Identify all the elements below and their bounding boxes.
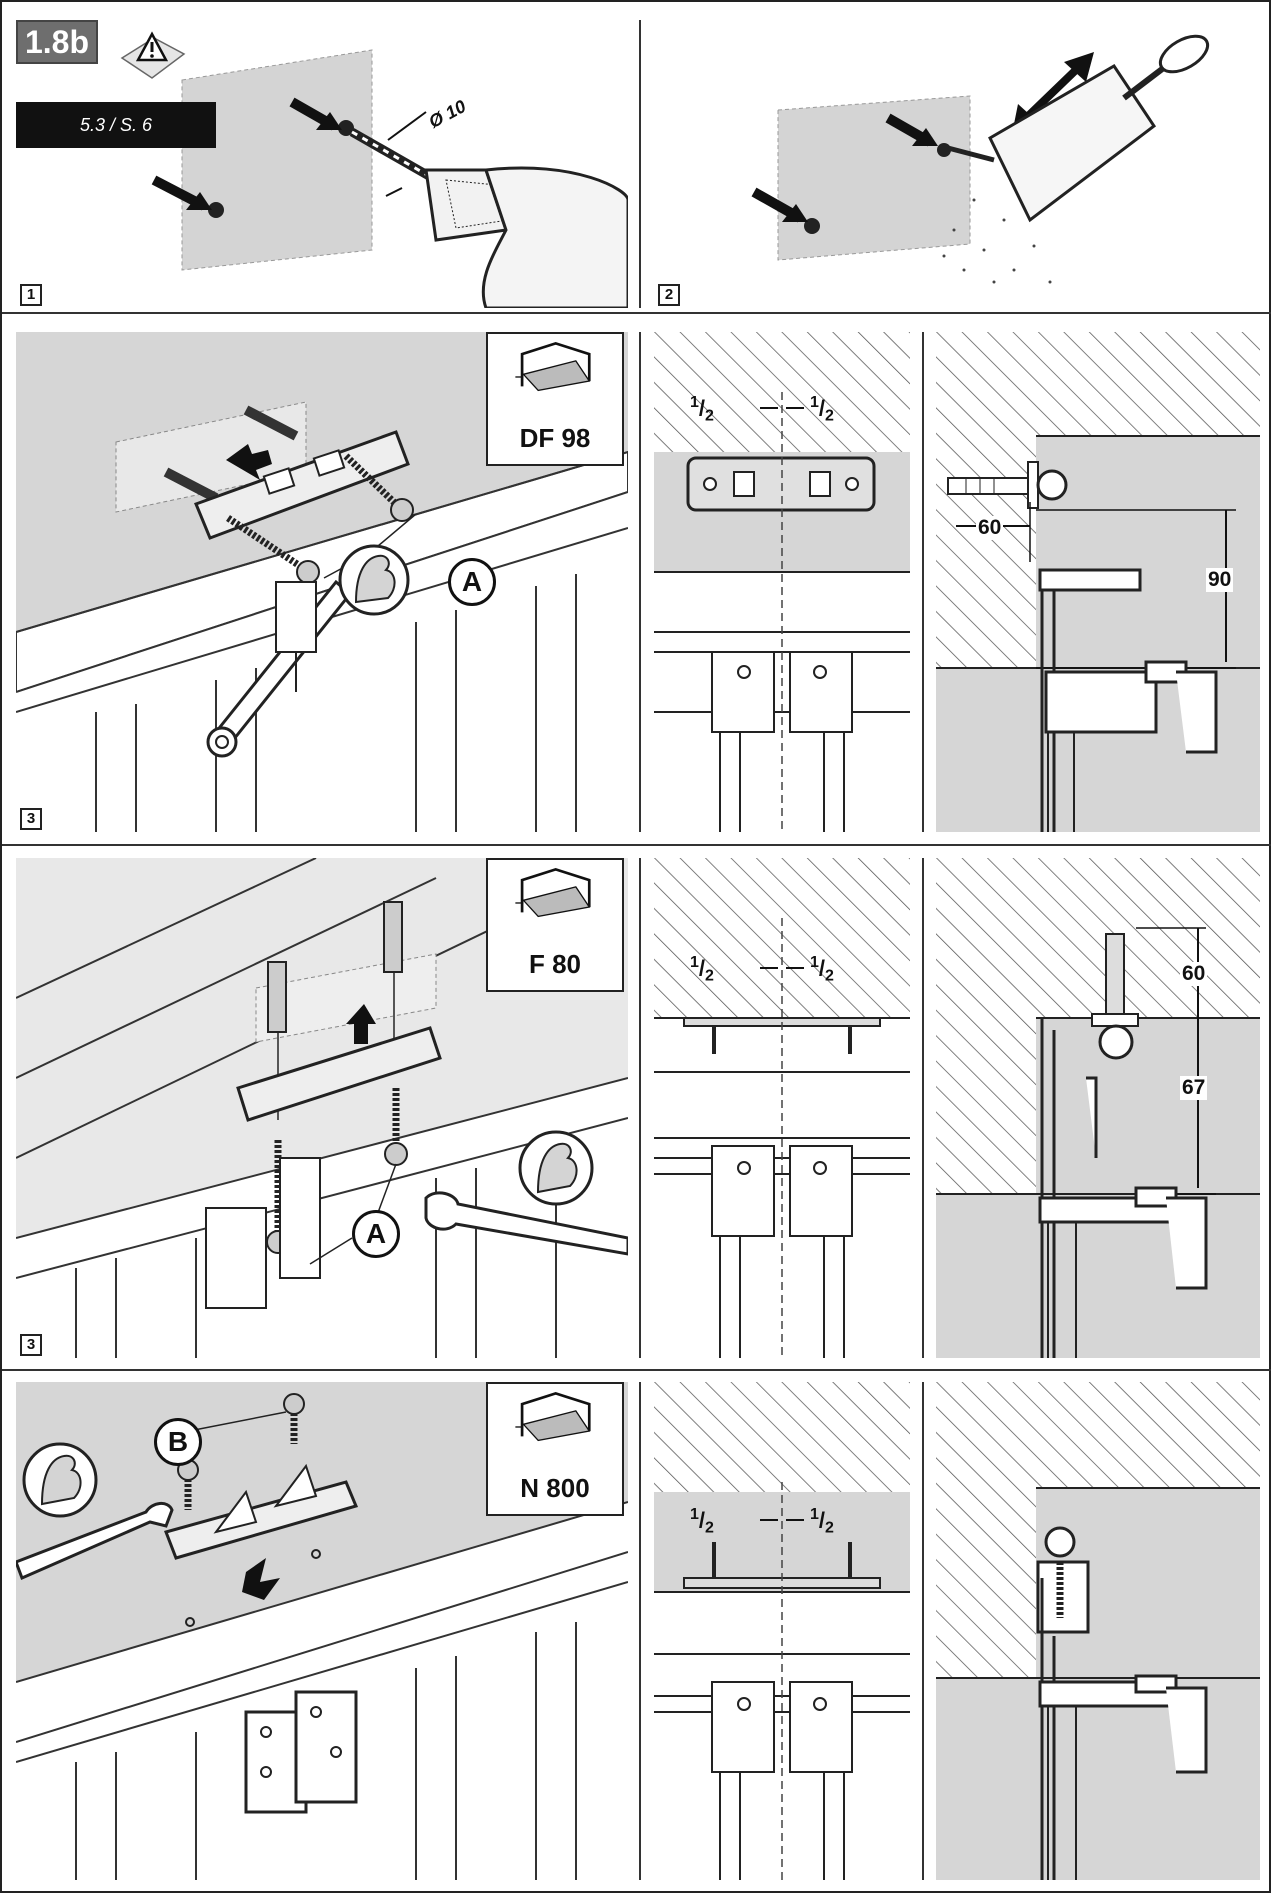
blower-pump-icon: [942, 34, 1210, 284]
panel-f80-front-section: 1/2 1/2: [654, 858, 910, 1358]
step-number-2: 2: [658, 284, 680, 306]
row1-col-divider: [639, 20, 641, 308]
row4-col-divider-2: [922, 1382, 924, 1880]
dimension-depth-df98: 60: [976, 516, 1004, 540]
strong-arm-icon: [338, 544, 410, 616]
panel-df98-side-section: 60 90: [936, 332, 1260, 832]
section-badge: 1.8b: [16, 20, 98, 64]
screw-icon: [226, 453, 414, 584]
row2-col-divider-2: [922, 332, 924, 832]
panel-drill: Ø 10 1: [16, 20, 628, 308]
system-code-df98: DF 98: [519, 423, 591, 453]
dowel-icon: [163, 405, 299, 503]
arrow-icon: [151, 97, 342, 211]
system-code-f80: F 80: [528, 949, 582, 979]
dimension-depth-f80: 60: [1180, 962, 1208, 986]
half-label-right-f80: 1/2: [810, 954, 834, 985]
dimension-height-df98: 90: [1206, 568, 1234, 592]
step-number-1: 1: [20, 284, 42, 306]
half-label-left-n800: 1/2: [690, 1506, 714, 1537]
panel-mount-df98: DF 98 A 3: [16, 332, 628, 832]
step-number-3-df98: 3: [20, 808, 42, 830]
drill-icon: [349, 128, 628, 308]
panel-n800-side-section: [936, 1382, 1260, 1880]
half-label-right-df98: 1/2: [810, 394, 834, 425]
dowel-icon: [1091, 933, 1139, 1060]
row-divider-1: [2, 312, 1271, 314]
half-label-right-n800: 1/2: [810, 1506, 834, 1537]
callout-b: B: [154, 1418, 202, 1466]
arrow-icon: [226, 444, 272, 480]
warning-icon: [114, 24, 188, 84]
df98-side-section-drawing: [936, 332, 1260, 832]
step-number-3-f80: 3: [20, 1334, 42, 1356]
screw-icon: [177, 1393, 305, 1510]
f80-front-section-drawing: [654, 858, 910, 1358]
row2-col-divider: [639, 332, 641, 832]
row3-col-divider: [639, 858, 641, 1358]
n800-side-section-drawing: [936, 1382, 1260, 1880]
system-box-f80: F 80: [486, 858, 624, 992]
arrow-icon: [751, 52, 1094, 223]
arrow-icon: [242, 1558, 280, 1600]
f80-side-section-drawing: [936, 858, 1260, 1358]
profile-icon: [515, 867, 591, 918]
row-divider-3: [2, 1369, 1271, 1371]
half-label-left-df98: 1/2: [690, 394, 714, 425]
dimension-height-f80: 67: [1180, 1076, 1208, 1100]
half-label-left-f80: 1/2: [690, 954, 714, 985]
profile-icon: [515, 1391, 591, 1442]
panel-mount-f80: F 80 A 3: [16, 858, 628, 1358]
df98-front-section-drawing: [654, 332, 910, 832]
panel-df98-front-section: 1/2 1/2: [654, 332, 910, 832]
n800-front-section-drawing: [654, 1382, 910, 1880]
system-box-n800: N 800: [486, 1382, 624, 1516]
f80-mounting-illustration: [16, 858, 628, 1358]
blower-illustration: [751, 34, 1210, 284]
row3-col-divider-2: [922, 858, 924, 1358]
df98-mounting-illustration: [16, 332, 628, 832]
reference-bar: 5.3 / S. 6: [16, 102, 216, 148]
dowel-icon: [267, 901, 403, 1120]
system-code-n800: N 800: [520, 1473, 590, 1503]
drill-illustration: [151, 49, 628, 308]
panel-clean: 2: [654, 20, 1260, 308]
wrench-icon: [424, 1191, 628, 1256]
panel-mount-n800: N 800 B: [16, 1382, 628, 1880]
callout-a-df98: A: [448, 558, 496, 606]
wrench-icon: [16, 1502, 174, 1581]
panel-f80-side-section: 60 67: [936, 858, 1260, 1358]
strong-arm-icon: [22, 1442, 98, 1518]
dowel-icon: [947, 461, 1068, 509]
system-box-df98: DF 98: [486, 332, 624, 466]
profile-icon: [515, 341, 591, 392]
strong-arm-icon: [518, 1130, 594, 1206]
panel-n800-front-section: 1/2 1/2: [654, 1382, 910, 1880]
arrow-icon: [346, 1004, 376, 1044]
row4-col-divider: [639, 1382, 641, 1880]
callout-a-f80: A: [352, 1210, 400, 1258]
row-divider-2: [2, 844, 1271, 846]
